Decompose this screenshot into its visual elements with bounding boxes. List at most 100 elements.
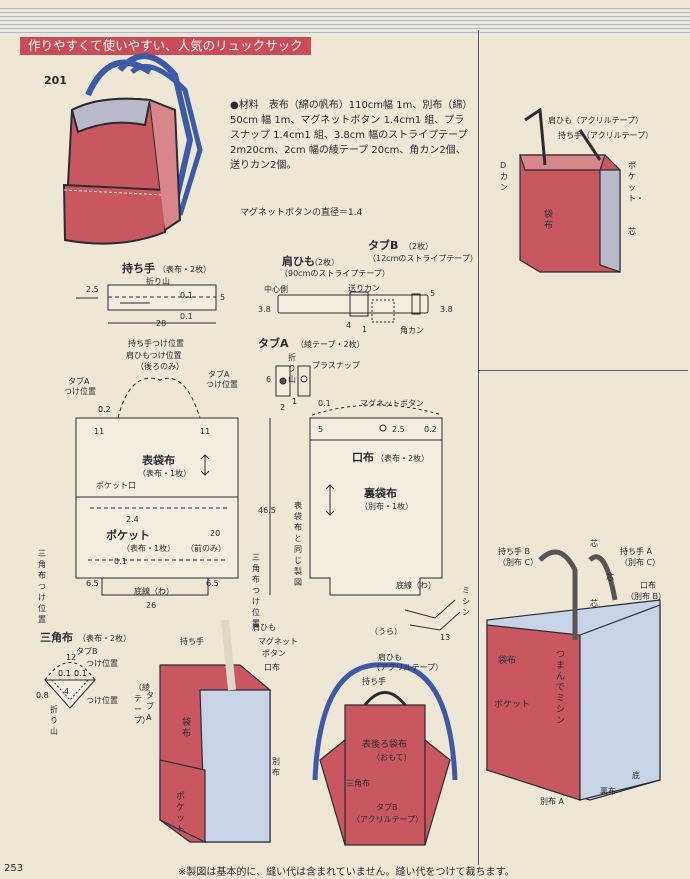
front-d01: 0.1: [114, 557, 127, 566]
br-tsumande: つまんでミシン: [556, 650, 566, 726]
mochite-diagram: [76, 284, 217, 324]
sankaku-tsukeichi: つけ位置: [86, 696, 118, 705]
bm-mochite: 持ち手: [362, 677, 386, 686]
taba-d3: 2: [280, 403, 286, 412]
front-katahimo-pos: 肩ひもつけ位置: [126, 351, 182, 360]
front-taba-pos2: つけ位置: [64, 387, 96, 396]
katahimo-d5: 1: [362, 325, 368, 334]
sankaku-fold: 折り山: [50, 705, 58, 736]
tr-mochite: 持ち手（アクリルテープ）: [558, 131, 654, 140]
taba-title: タブA: [258, 337, 289, 350]
mochite-sub: （表布・2枚）: [158, 265, 212, 274]
front-d02: 0.2: [98, 405, 111, 414]
mochite-d2: 0.1: [180, 291, 193, 300]
back-ura-sub: （別布・1枚）: [360, 502, 414, 511]
sankaku-d4: 4: [64, 687, 70, 696]
back-body-diagram: [309, 404, 443, 596]
br-mochite-b2: （別布 C）: [498, 558, 539, 567]
bl-mochite: 持ち手: [180, 637, 204, 646]
br-urafu: 裏布: [600, 787, 616, 796]
front-body-diagram: [75, 377, 271, 596]
back-d02: 0.2: [424, 425, 437, 434]
front-pocket-sub2: （前のみ）: [186, 544, 226, 553]
bl-magnet2: ボタン: [262, 649, 286, 658]
mochite-d5: 28: [156, 319, 167, 328]
sewing-mishin: ミシン: [462, 586, 470, 617]
bl-kuchi: 口布: [264, 663, 280, 672]
mochite-d4: 0.1: [180, 312, 193, 321]
front-pocket-sub: （表布・1枚）: [122, 544, 176, 553]
front-taba-pos3: タブA: [208, 370, 230, 379]
front-sankaku-l: 三角布つけ位置: [38, 549, 46, 624]
br-mochite-a2: （別布 C）: [620, 558, 661, 567]
br-kuchi2: （別布 B）: [626, 592, 667, 601]
katahimo-sub: （2枚）: [310, 258, 340, 267]
katahimo-d4: 4: [346, 321, 352, 330]
mochite-title: 持ち手: [122, 262, 155, 275]
tabb-stripe: （12cmのストライプテープ）: [368, 254, 478, 263]
bm-katahimo2: （アクリルテープ）: [372, 663, 444, 672]
sankaku-d01a: 0.1: [58, 669, 71, 678]
divider-vertical: [478, 30, 479, 865]
bl-taba: タブA: [146, 691, 154, 722]
top-stripe: [0, 5, 690, 33]
taba-d4: 0.1: [318, 399, 331, 408]
mochite-d1: 2.5: [86, 285, 99, 294]
br-shin1: 芯: [590, 539, 598, 548]
bm-omote2: （おもて）: [372, 753, 412, 762]
tr-katahimo: 肩ひも（アクリルテープ）: [548, 116, 644, 125]
tr-fukuro: 袋布: [544, 210, 554, 231]
back-same: 表袋布と同じ製図: [294, 501, 302, 587]
materials-text: ●材料 表布（綿の帆布）110cm幅 1m、別布（綿）50cm 幅 1m、マグネ…: [230, 100, 468, 171]
br-mochite-a: 持ち手 A: [620, 547, 653, 556]
br-shin2: 芯: [606, 573, 614, 582]
taba-snap: プラスナップ: [312, 361, 360, 370]
divider-horizontal: [478, 370, 688, 371]
tabb-sub: （2枚）: [404, 242, 434, 251]
bm-omote: 表後ろ袋布: [362, 740, 408, 750]
top-right-bag: [519, 107, 621, 273]
br-soko: 底: [632, 771, 640, 780]
sankaku-sub: （表布・2枚）: [78, 634, 132, 643]
page-number: 253: [4, 863, 24, 874]
katahimo-okurikan: 送りカン: [348, 284, 380, 293]
bl-pocket: ポケット: [176, 792, 186, 835]
taba-fold: 折り山: [288, 353, 296, 384]
bm-tabb: タブB: [376, 803, 398, 812]
item-number: 201: [44, 74, 67, 87]
bm-sankaku: 三角布: [346, 779, 370, 788]
taba-d2: 1: [292, 397, 298, 406]
front-d11a: 11: [94, 427, 105, 436]
tr-shin: 芯: [628, 227, 636, 236]
tr-pocket: ポケット・: [628, 161, 644, 203]
mochite-d3: 5: [220, 293, 226, 302]
bottom-left-bag: [159, 619, 271, 843]
magnet-note: マグネットボタンの直径＝1.4: [240, 208, 363, 218]
br-shin3: 芯: [590, 599, 598, 608]
front-taba-pos4: つけ位置: [206, 380, 238, 389]
sewing-detail: [404, 599, 461, 631]
front-d24: 2.4: [126, 515, 139, 524]
back-ura: 裏袋布: [364, 487, 397, 500]
sankaku-d12: 12: [66, 653, 77, 662]
br-kuchi: 口布: [640, 581, 656, 590]
bm-tabb2: （アクリルテープ）: [352, 815, 424, 824]
front-sankaku-r: 三角布つけ位置: [252, 553, 260, 628]
bl-fukuro: 袋布: [182, 718, 192, 739]
back-kuchi: 口布: [352, 451, 374, 464]
sankaku-diagram: [43, 662, 97, 709]
sankaku-d08: 0.8: [36, 691, 49, 700]
katahimo-center: 中心側: [264, 285, 288, 294]
bl-katahimo: 肩ひも: [252, 623, 276, 632]
front-height: 46.5: [258, 506, 276, 515]
page-title: 作りやすくて使いやすい、人気のリュックサック: [20, 37, 311, 55]
katahimo-kakukan: 角カン: [400, 326, 424, 335]
front-taba-pos: タブA: [68, 377, 90, 386]
back-kuchi-sub: （表布・2枚）: [376, 454, 430, 463]
sankaku-d01b: 0.1: [74, 669, 87, 678]
back-magnet: マグネットボタン: [360, 399, 424, 408]
footer-note: ※製図は基本的に、縫い代は含まれていません。縫い代をつけて裁ちます。: [178, 867, 515, 878]
front-d11b: 11: [200, 427, 211, 436]
